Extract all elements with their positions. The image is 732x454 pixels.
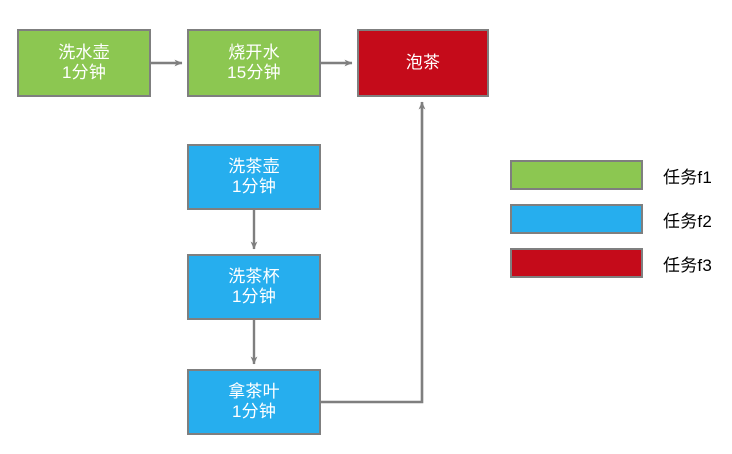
legend-item-task-f2: 任务f2	[510, 204, 712, 234]
node-get-tea-leaves-duration: 1分钟	[231, 402, 277, 421]
node-wash-kettle[interactable]: 洗水壶 1分钟	[17, 29, 151, 97]
node-boil-water-duration: 15分钟	[227, 63, 281, 82]
node-get-tea-leaves-title: 拿茶叶	[228, 381, 280, 401]
node-boil-water[interactable]: 烧开水 15分钟	[187, 29, 321, 97]
edge-get-tea-leaves-to-brew-tea	[321, 101, 426, 404]
legend: 任务f1 任务f2 任务f3	[510, 160, 725, 278]
node-wash-teapot-title: 洗茶壶	[228, 156, 280, 176]
node-brew-tea[interactable]: 泡茶	[357, 29, 489, 97]
legend-swatch-task-f3	[510, 248, 643, 278]
legend-swatch-task-f2	[510, 204, 643, 234]
legend-swatch-task-f1	[510, 160, 643, 190]
node-wash-teacup[interactable]: 洗茶杯 1分钟	[187, 254, 321, 320]
legend-label-task-f1: 任务f1	[663, 167, 712, 187]
legend-item-task-f3: 任务f3	[510, 248, 712, 278]
node-wash-kettle-duration: 1分钟	[61, 63, 107, 82]
node-wash-teacup-duration: 1分钟	[231, 287, 277, 306]
node-wash-teapot[interactable]: 洗茶壶 1分钟	[187, 144, 321, 210]
node-wash-kettle-title: 洗水壶	[58, 42, 110, 62]
node-wash-teapot-duration: 1分钟	[231, 177, 277, 196]
node-get-tea-leaves[interactable]: 拿茶叶 1分钟	[187, 369, 321, 435]
node-brew-tea-title: 泡茶	[405, 52, 441, 72]
node-boil-water-title: 烧开水	[228, 42, 280, 62]
legend-label-task-f2: 任务f2	[663, 211, 712, 231]
node-wash-teacup-title: 洗茶杯	[228, 266, 280, 286]
legend-item-task-f1: 任务f1	[510, 160, 712, 190]
legend-label-task-f3: 任务f3	[663, 255, 712, 275]
